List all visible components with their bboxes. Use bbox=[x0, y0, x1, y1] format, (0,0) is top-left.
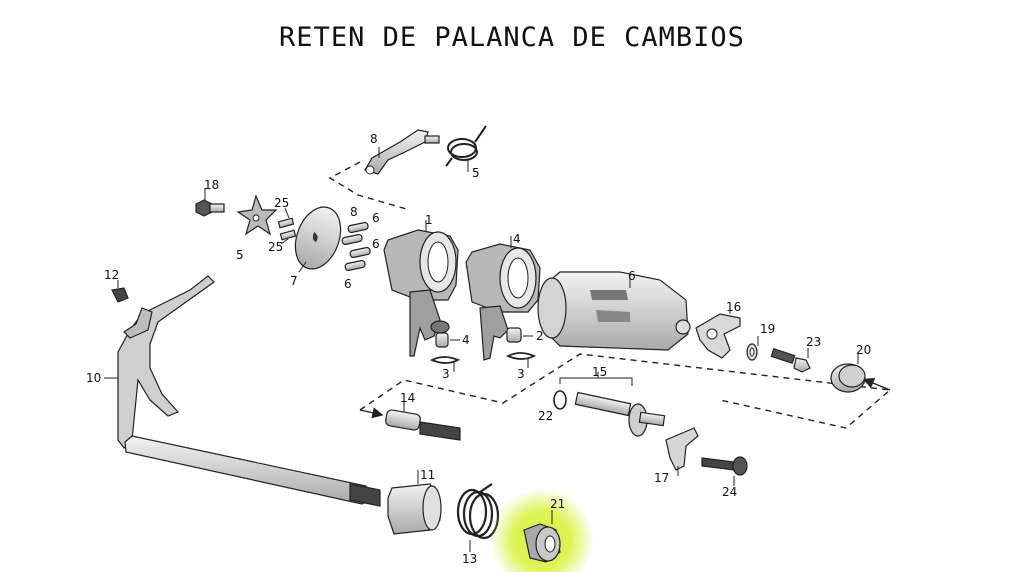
label-22: 22 bbox=[538, 409, 553, 423]
part-4-roller[interactable] bbox=[435, 332, 460, 348]
part-5-star-cam[interactable] bbox=[236, 194, 278, 236]
label-8-top: 8 bbox=[370, 132, 378, 146]
part-7-disc[interactable] bbox=[287, 201, 348, 276]
label-16: 16 bbox=[726, 300, 741, 314]
label-4-roller: 4 bbox=[462, 333, 470, 347]
part-labels: 8 5 18 5 25 25 7 8 6 6 6 1 4 6 4 2 3 3 1… bbox=[86, 132, 871, 566]
part-12-clip[interactable] bbox=[111, 280, 129, 303]
part-6-8-pins[interactable] bbox=[341, 221, 371, 272]
label-23: 23 bbox=[806, 335, 821, 349]
label-13: 13 bbox=[462, 552, 477, 566]
dashed-guide-lower bbox=[359, 353, 892, 429]
part-4-shift-fork[interactable] bbox=[465, 236, 541, 361]
part-5-spring-top[interactable] bbox=[445, 125, 487, 172]
label-3-right: 3 bbox=[517, 367, 525, 381]
label-7: 7 bbox=[290, 274, 298, 288]
label-18: 18 bbox=[204, 178, 219, 192]
label-24: 24 bbox=[722, 485, 737, 499]
part-11-bushing[interactable] bbox=[387, 470, 442, 535]
part-19-washer[interactable] bbox=[746, 336, 759, 361]
part-3-clip-right[interactable] bbox=[505, 352, 537, 368]
part-25-pins[interactable] bbox=[277, 207, 297, 245]
label-12: 12 bbox=[104, 268, 119, 282]
part-2-roller[interactable] bbox=[506, 327, 533, 343]
label-20: 20 bbox=[856, 343, 871, 357]
part-1-shift-fork[interactable] bbox=[383, 220, 459, 357]
label-21: 21 bbox=[550, 497, 565, 511]
part-20-cap[interactable] bbox=[830, 354, 866, 393]
part-15-pin[interactable] bbox=[559, 372, 666, 437]
diagram-title: RETEN DE PALANCA DE CAMBIOS bbox=[279, 22, 745, 53]
part-17-bracket[interactable] bbox=[665, 427, 699, 476]
label-17: 17 bbox=[654, 471, 669, 485]
label-6-pin-c: 6 bbox=[344, 277, 352, 291]
label-10: 10 bbox=[86, 371, 101, 385]
part-6-shift-drum[interactable] bbox=[537, 271, 691, 351]
label-2: 2 bbox=[536, 329, 544, 343]
part-18-nut[interactable] bbox=[195, 188, 225, 217]
label-6-pin-b: 6 bbox=[372, 237, 380, 251]
label-1: 1 bbox=[425, 213, 433, 227]
part-3-clip-left[interactable] bbox=[429, 356, 461, 372]
label-4-fork: 4 bbox=[513, 232, 521, 246]
label-14: 14 bbox=[400, 391, 415, 405]
label-19: 19 bbox=[760, 322, 775, 336]
part-10-shift-shaft[interactable] bbox=[104, 275, 381, 507]
dashed-guide-upper bbox=[328, 161, 411, 211]
part-16-plate[interactable] bbox=[695, 304, 741, 359]
part-22-circlip[interactable] bbox=[553, 390, 567, 410]
part-23-bolt[interactable] bbox=[770, 348, 811, 373]
label-5-top: 5 bbox=[472, 166, 480, 180]
label-6-drum: 6 bbox=[628, 269, 636, 283]
part-8-arm[interactable] bbox=[364, 129, 440, 175]
label-25-lower: 25 bbox=[268, 240, 283, 254]
label-25-upper: 25 bbox=[274, 196, 289, 210]
part-14-pin[interactable] bbox=[385, 402, 461, 441]
label-5-cam: 5 bbox=[236, 248, 244, 262]
label-3-left: 3 bbox=[442, 367, 450, 381]
part-21-collar-highlighted[interactable] bbox=[490, 488, 594, 572]
label-11: 11 bbox=[420, 468, 435, 482]
part-13-spring[interactable] bbox=[456, 483, 500, 552]
label-6-pin-a: 6 bbox=[372, 211, 380, 225]
part-24-bolt[interactable] bbox=[701, 456, 748, 486]
label-8-pin: 8 bbox=[350, 205, 358, 219]
label-15: 15 bbox=[592, 365, 607, 379]
